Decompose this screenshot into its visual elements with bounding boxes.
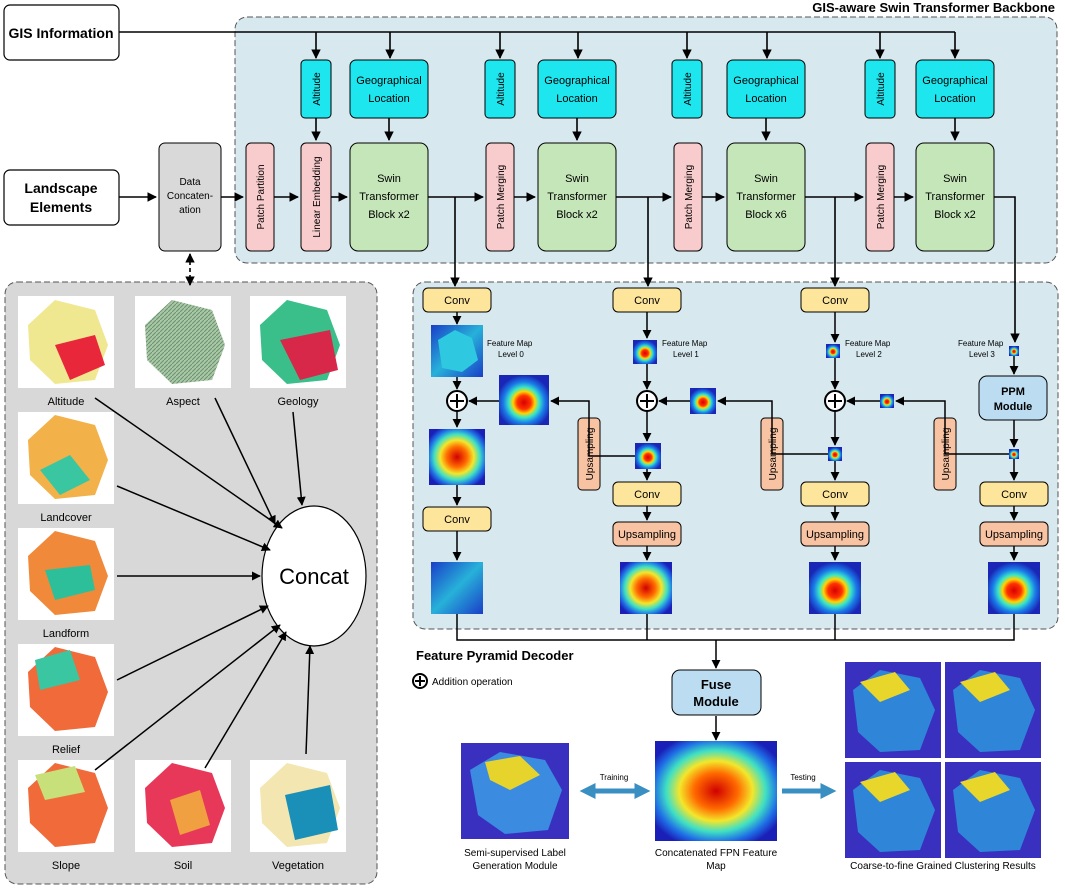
geo-label-3b: Location (745, 93, 787, 105)
semi-label-2: Generation Module (472, 861, 557, 872)
swin-1b: Transformer (359, 191, 419, 203)
swin-3b: Transformer (736, 191, 796, 203)
swin-4c: Block x2 (934, 209, 976, 221)
patch-merging-label-2: Patch Merging (684, 165, 695, 229)
semi-map-detail (485, 756, 540, 790)
backbone-arrows (119, 118, 1020, 343)
swin-3c: Block x6 (745, 209, 787, 221)
clustering-results-grid (845, 662, 1041, 858)
swin-2a: Swin (565, 173, 589, 185)
testing-label: Testing (790, 773, 815, 782)
upsampling-label-1: Upsampling (618, 529, 676, 541)
decoder-panel (412, 281, 1059, 630)
fuse-label-2: Module (693, 694, 739, 709)
swin-4b: Transformer (925, 191, 985, 203)
geo-label-3a: Geographical (733, 75, 798, 87)
training-label: Training (600, 773, 629, 782)
swin-blocks (349, 142, 995, 252)
linear-embedding-label: Linear Embedding (312, 156, 323, 237)
geo-label-4a: Geographical (922, 75, 987, 87)
landscape-label-2: Elements (30, 199, 92, 215)
layer-label-landform: Landform (43, 628, 89, 640)
landscape-elements-box (3, 169, 120, 226)
layer-label-slope: Slope (52, 860, 80, 872)
layer-thumbnails (18, 296, 346, 852)
addition-legend-label: Addition operation (432, 677, 513, 688)
conv-label-5: Conv (634, 489, 660, 501)
layer-label-soil: Soil (174, 860, 192, 872)
feature-map-1a: Feature Map (662, 339, 708, 348)
feature-map-0a: Feature Map (487, 339, 533, 348)
data-concat-1: Data (179, 177, 201, 188)
altitude-label-3: Altitude (683, 72, 694, 106)
ppm-module-box (978, 375, 1048, 421)
altitude-label-1: Altitude (312, 72, 323, 106)
conv-label-4: Conv (444, 514, 470, 526)
swin-2c: Block x2 (556, 209, 598, 221)
feature-map-1b: Level 1 (673, 350, 699, 359)
clustering-label: Coarse-to-fine Grained Clustering Result… (850, 861, 1036, 872)
feature-map-thumbs (429, 325, 1040, 614)
semi-label-1: Semi-supervised Label (464, 848, 566, 859)
feature-map-0b: Level 0 (498, 350, 524, 359)
upsampling-label-3: Upsampling (985, 529, 1043, 541)
geo-label-1b: Location (368, 93, 410, 105)
patch-partition-label: Patch Partition (256, 164, 267, 229)
concatenated-fpn-map (655, 741, 777, 841)
altitude-label-4: Altitude (876, 72, 887, 106)
feature-map-2a: Feature Map (845, 339, 891, 348)
upsampling-label-2: Upsampling (806, 529, 864, 541)
conv-label-7: Conv (1001, 489, 1027, 501)
layer-label-relief: Relief (52, 744, 81, 756)
concat-fpn-label-2: Map (706, 861, 726, 872)
addition-legend-icon (412, 673, 428, 689)
patch-merging-label-3: Patch Merging (876, 165, 887, 229)
layer-label-aspect: Aspect (166, 396, 200, 408)
conv-label-6: Conv (822, 489, 848, 501)
swin-4a: Swin (943, 173, 967, 185)
decoder-title: Feature Pyramid Decoder (416, 648, 574, 663)
gis-connectors (119, 31, 960, 59)
layer-label-landcover: Landcover (40, 512, 92, 524)
swin-1c: Block x2 (368, 209, 410, 221)
conv-boxes (422, 287, 1049, 532)
patch-merging-label-1: Patch Merging (496, 165, 507, 229)
backbone-title: GIS-aware Swin Transformer Backbone (812, 0, 1055, 15)
altitude-label-2: Altitude (496, 72, 507, 106)
gis-information-label: GIS Information (9, 25, 114, 41)
geo-label-2b: Location (556, 93, 598, 105)
concat-fpn-label-1: Concatenated FPN Feature (655, 848, 778, 859)
layer-label-vegetation: Vegetation (272, 860, 324, 872)
swin-3a: Swin (754, 173, 778, 185)
data-concat-2: Concaten- (167, 191, 213, 202)
conv-label-3: Conv (822, 295, 848, 307)
feature-map-2b: Level 2 (856, 350, 882, 359)
geo-label-2a: Geographical (544, 75, 609, 87)
conv-label-2: Conv (634, 295, 660, 307)
data-concat-3: ation (179, 205, 201, 216)
geo-label-4b: Location (934, 93, 976, 105)
decoder-arrows (452, 312, 1019, 741)
layer-label-geology: Geology (278, 396, 319, 408)
fuse-label-1: Fuse (701, 677, 731, 692)
addition-circles (446, 390, 846, 412)
conv-label-1: Conv (444, 295, 470, 307)
upsampling-label-v1: Upsampling (585, 428, 596, 481)
ppm-label-2: Module (994, 401, 1033, 413)
fuse-module-box (671, 669, 762, 716)
concat-label: Concat (279, 564, 349, 589)
swin-1a: Swin (377, 173, 401, 185)
landscape-label-1: Landscape (24, 180, 97, 196)
concat-arrows (94, 397, 315, 771)
feature-map-3a: Feature Map (958, 339, 1004, 348)
backbone-panel (234, 16, 1058, 264)
layer-label-altitude: Altitude (48, 396, 85, 408)
ppm-label-1: PPM (1001, 386, 1025, 398)
swin-2b: Transformer (547, 191, 607, 203)
pink-boxes (245, 142, 895, 252)
geo-label-1a: Geographical (356, 75, 421, 87)
feature-map-3b: Level 3 (969, 350, 995, 359)
